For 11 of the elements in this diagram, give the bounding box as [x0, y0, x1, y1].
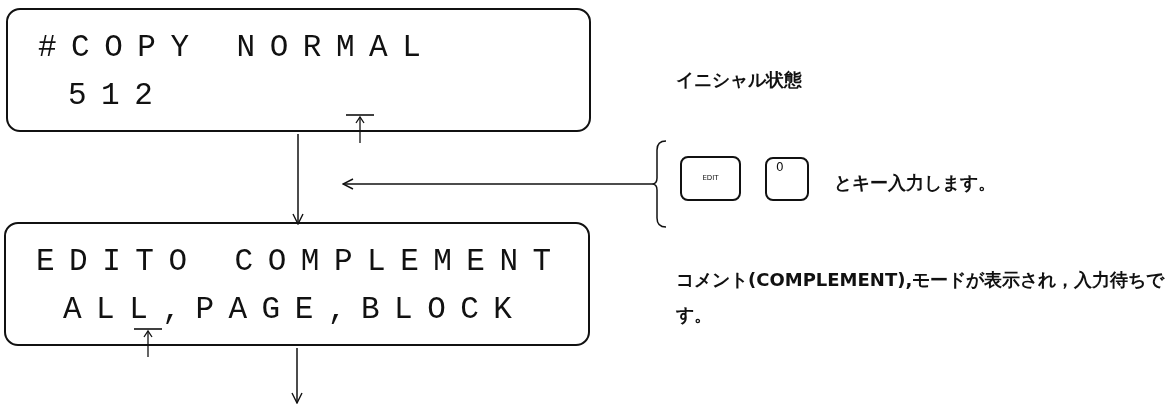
display-line: #COPY NORMAL: [38, 30, 436, 66]
arrow: [342, 178, 653, 190]
display-line: EDITO COMPLEMENT: [36, 244, 566, 280]
display-line: 512: [68, 78, 168, 114]
arrow: [291, 347, 303, 404]
arrow: [292, 133, 304, 225]
instruction-text: とキー入力します。: [834, 171, 996, 195]
description-text: コメント(COMPLEMENT),モードが表示され，入力待ちです。: [676, 268, 1166, 327]
display-line: ALL,PAGE,BLOCK: [63, 292, 527, 328]
description-text: イニシャル状態: [676, 68, 803, 92]
key-button: 0: [765, 157, 809, 201]
